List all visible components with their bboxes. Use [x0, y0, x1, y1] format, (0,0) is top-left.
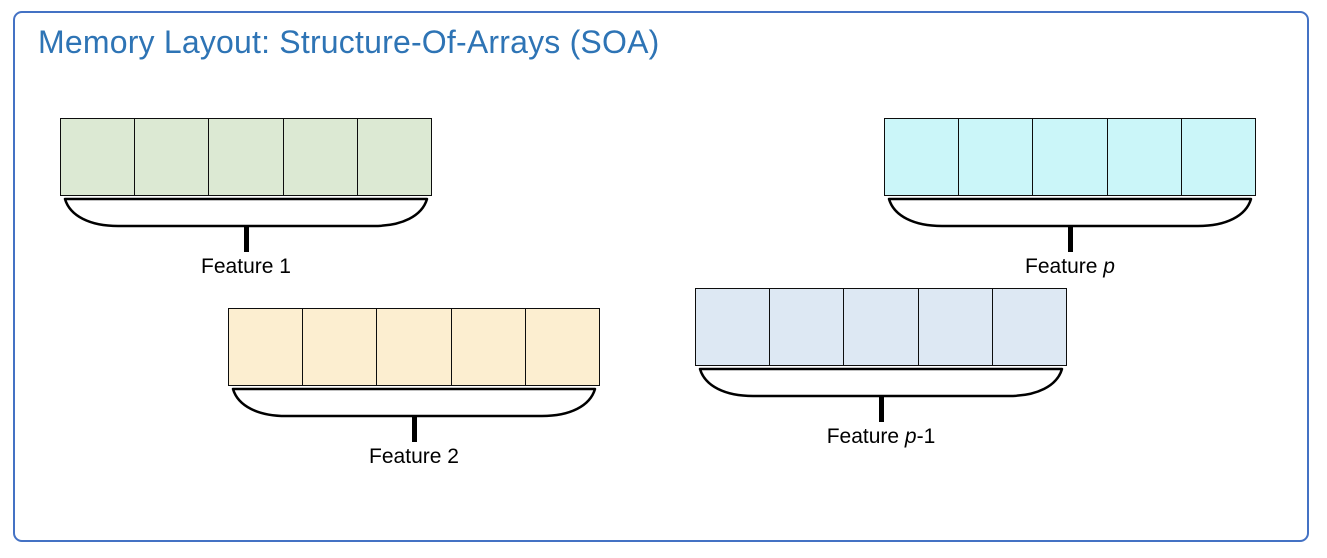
underbrace-icon	[698, 367, 1064, 398]
array-label: Feature p-1	[695, 425, 1067, 449]
label-connector-line	[243, 225, 249, 252]
memory-cell	[135, 119, 210, 195]
label-connector-line	[878, 395, 884, 422]
memory-cell	[918, 289, 993, 365]
label-text: Feature 1	[201, 255, 291, 278]
memory-cell	[209, 119, 284, 195]
memory-cell	[696, 289, 771, 365]
slide-border-frame	[13, 11, 1309, 542]
memory-cell	[959, 119, 1034, 195]
memory-array	[695, 288, 1067, 366]
memory-cell	[229, 309, 304, 385]
memory-cell	[525, 309, 600, 385]
memory-cell	[61, 119, 136, 195]
memory-cell	[885, 119, 960, 195]
label-suffix: -1	[916, 425, 936, 448]
memory-cell	[303, 309, 378, 385]
array-group-feature-p-1: Feature p-1	[695, 288, 1067, 458]
label-connector-line	[1067, 225, 1073, 252]
memory-cell	[451, 309, 526, 385]
memory-cell	[770, 289, 845, 365]
memory-cell	[1181, 119, 1256, 195]
label-text: Feature	[826, 425, 905, 448]
underbrace-icon	[63, 197, 429, 228]
memory-cell	[844, 289, 919, 365]
label-variable: p	[904, 425, 917, 448]
underbrace-icon	[231, 387, 597, 418]
label-text: Feature	[1025, 255, 1104, 278]
memory-cell	[377, 309, 452, 385]
memory-cell	[283, 119, 358, 195]
memory-array	[60, 118, 432, 196]
array-label: Feature 2	[228, 445, 600, 469]
memory-cell	[992, 289, 1067, 365]
memory-cell	[357, 119, 432, 195]
memory-cell	[1033, 119, 1108, 195]
underbrace-icon	[887, 197, 1253, 228]
slide-title: Memory Layout: Structure-Of-Arrays (SOA)	[38, 24, 660, 60]
array-label: Feature 1	[60, 255, 432, 279]
array-group-feature-1: Feature 1	[60, 118, 432, 288]
label-connector-line	[411, 415, 417, 442]
memory-array	[228, 308, 600, 386]
memory-cell	[1107, 119, 1182, 195]
label-variable: p	[1103, 255, 1115, 278]
label-text: Feature 2	[369, 445, 459, 468]
memory-array	[884, 118, 1256, 196]
array-group-feature-2: Feature 2	[228, 308, 600, 478]
array-group-feature-p: Feature p	[884, 118, 1256, 288]
array-label: Feature p	[884, 255, 1256, 279]
